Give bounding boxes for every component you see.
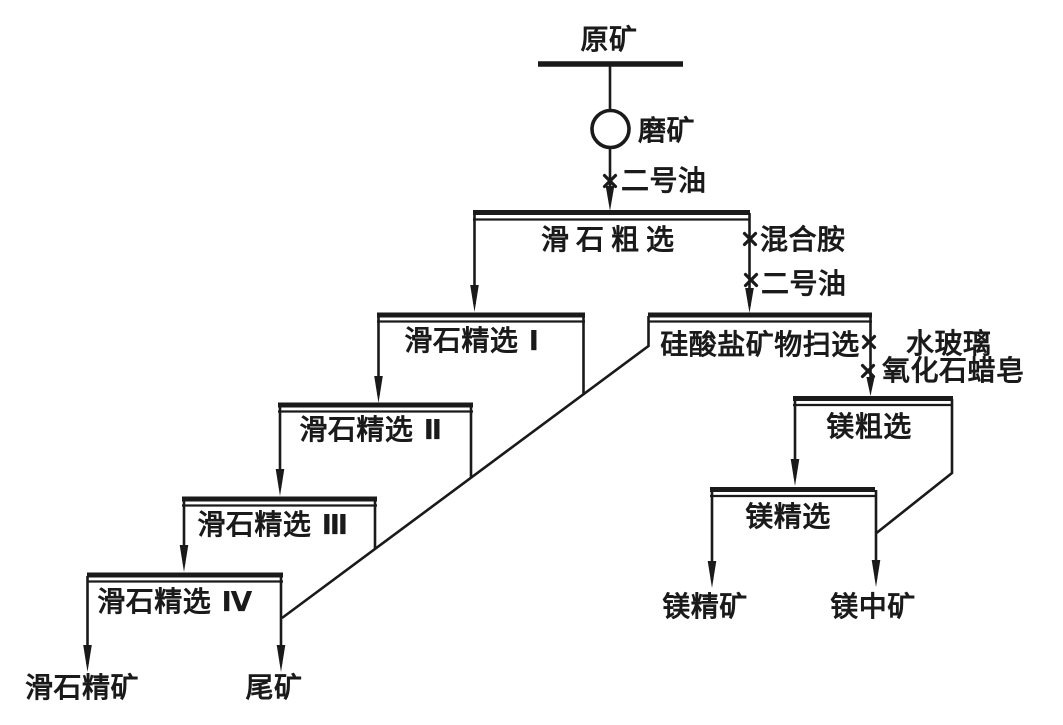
arrowhead [275, 469, 285, 496]
mg-concentrate-label: 镁精矿 [662, 590, 748, 623]
feed-line [538, 61, 683, 111]
reagent-water-glass-label: 水玻璃 [906, 327, 992, 360]
talc-cleaner1-concentrate-line [374, 316, 383, 403]
reagent-cross-oxidized-paraffin-soap [860, 363, 876, 379]
reagent-cross-water-glass [861, 334, 877, 350]
arrowhead [871, 560, 881, 587]
talc-cleaner4-cell-bar [87, 572, 283, 583]
arrowhead [374, 376, 383, 403]
tailings-label: 尾矿 [245, 671, 303, 704]
reagent-mixed-amine-label: 混合胺 [760, 223, 846, 256]
arrowhead [470, 285, 479, 312]
talc-rougher-label: 滑石粗选 [540, 223, 682, 256]
mg-middlings-label: 镁中矿 [830, 590, 916, 623]
talc-cleaner2-cell-bar [278, 402, 473, 413]
mg-rougher-concentrate-line [790, 399, 800, 486]
mg-middlings-line [871, 490, 881, 587]
mg-cleaner-label: 镁精选 [745, 500, 831, 533]
middlings-diagonal-line [281, 316, 650, 620]
talc-concentrate-label: 滑石精矿 [24, 671, 140, 704]
arrowhead [745, 288, 754, 313]
reagent-cross-no2-oil-2 [743, 272, 759, 288]
reagent-cross-no2-oil-top [602, 173, 618, 189]
talc-cleaner1-label: 滑石精选 Ⅰ [404, 324, 540, 357]
reagent-no2-oil-top-label: 二号油 [621, 164, 707, 197]
silicate-scavenger-label: 硅酸盐矿物扫选 [660, 328, 860, 361]
reagent-no2-oil-2-label: 二号油 [761, 267, 847, 300]
grinding-mill-icon [590, 108, 631, 150]
talc-cleaner2-label: 滑石精选 Ⅱ [299, 413, 443, 446]
arrowhead [866, 377, 875, 396]
arrowhead [707, 561, 717, 588]
talc-rougher-concentrate-line [470, 213, 479, 312]
silicate-scavenger-cell-bar [648, 312, 872, 323]
grinding-label: 磨矿 [638, 114, 696, 147]
talc-cleaner3-cell-bar [182, 496, 377, 507]
arrowhead [605, 186, 615, 211]
tailings-line [276, 576, 286, 672]
mg-rougher-tailings-line [875, 399, 954, 535]
feed-label: 原矿 [580, 23, 638, 56]
talc-rougher-cell-bar [473, 210, 750, 221]
talc-concentrate-line [83, 576, 92, 672]
talc-cleaner1-cell-bar [377, 312, 585, 323]
scavenger-tailings-line [860, 316, 877, 396]
talc-cleaner3-concentrate-line [179, 500, 189, 572]
mg-rougher-label: 镁粗选 [826, 410, 912, 443]
reagent-oxidized-paraffin-soap-label: 氧化石蜡皂 [882, 354, 1025, 387]
talc-rougher-tailings-line [742, 213, 759, 313]
arrowhead [276, 645, 286, 672]
mill-to-rougher-line [602, 147, 618, 211]
reagent-cross-mixed-amine [742, 231, 758, 247]
arrowhead [790, 459, 800, 486]
mg-cleaner-cell-bar [710, 487, 875, 498]
talc-cleaner2-concentrate-line [275, 406, 285, 496]
arrowhead [83, 645, 92, 672]
mg-rougher-cell-bar [793, 396, 953, 407]
talc-cleaner3-label: 滑石精选 Ⅲ [197, 508, 349, 541]
talc-cleaner4-label: 滑石精选 Ⅳ [97, 585, 253, 618]
arrowhead [179, 545, 189, 572]
mg-concentrate-line [707, 490, 717, 588]
